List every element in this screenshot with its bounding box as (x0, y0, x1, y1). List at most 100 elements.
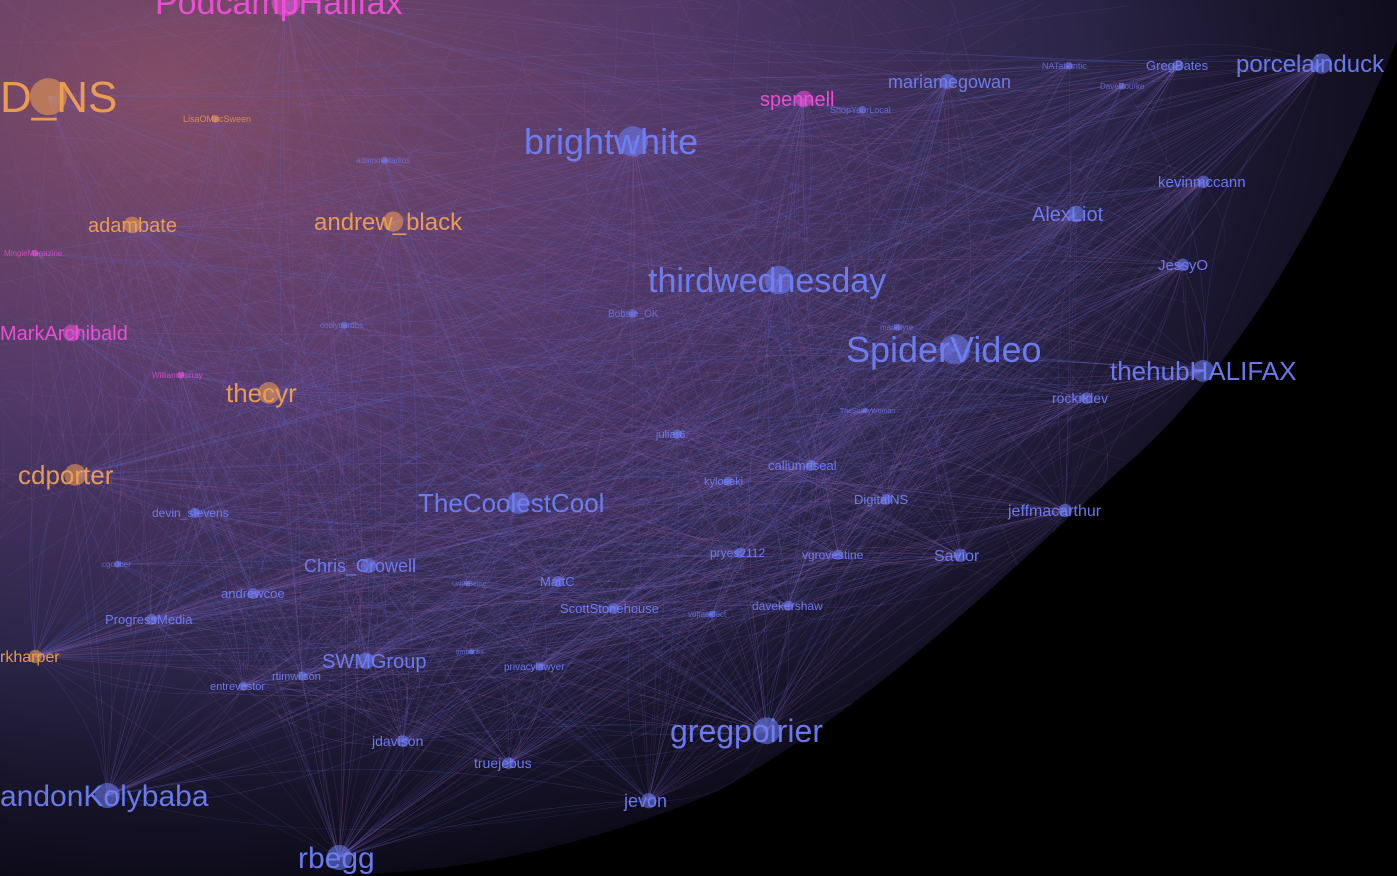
node-label-rockitdev: rockitdev (1052, 390, 1108, 406)
edge (364, 194, 397, 319)
edge (20, 21, 135, 170)
edge (221, 27, 303, 130)
edge (427, 46, 635, 69)
edge (253, 433, 678, 594)
edge (131, 63, 1322, 226)
edge (48, 96, 839, 556)
edge (788, 63, 1322, 606)
edge (829, 302, 983, 362)
edge (407, 431, 461, 525)
edge (393, 65, 1179, 222)
edge (534, 380, 554, 497)
edge (151, 65, 1179, 620)
edge (285, 0, 805, 100)
edge (144, 152, 241, 223)
edge (354, 565, 403, 742)
node-mattc (552, 576, 564, 587)
edge (885, 213, 1077, 500)
edge (107, 581, 559, 796)
edge (46, 433, 198, 436)
node-chris-crowell (360, 558, 376, 574)
edge (613, 65, 1070, 609)
edge (104, 0, 189, 25)
edge (339, 554, 839, 858)
edge (384, 160, 614, 609)
edge (810, 181, 1204, 466)
edge (407, 226, 476, 301)
edge (518, 481, 1066, 511)
edge (159, 0, 278, 65)
edge (677, 98, 805, 435)
edge (131, 224, 540, 667)
edge (223, 0, 313, 97)
edge (733, 503, 847, 509)
edge (0, 276, 101, 352)
edge (0, 297, 36, 426)
edge (253, 593, 540, 667)
edge (48, 96, 767, 731)
edge (520, 19, 630, 162)
edge (243, 85, 1123, 687)
node-shopyourlocal (858, 106, 866, 114)
edge (721, 237, 808, 335)
edge (810, 370, 1204, 466)
edge (1203, 63, 1322, 182)
edge (194, 502, 519, 530)
edge (739, 397, 1087, 554)
edge (131, 65, 1179, 226)
edge (126, 246, 328, 281)
edge (131, 224, 340, 858)
edge (677, 433, 961, 556)
edge (194, 512, 249, 687)
edge (71, 294, 345, 334)
edge (71, 332, 1087, 399)
edge (239, 356, 408, 421)
edge (285, 1, 805, 100)
edge (151, 264, 1183, 620)
edge (285, 1, 1087, 399)
edge (34, 252, 839, 556)
edge (339, 608, 614, 858)
node-label-brightwhite: brightwhite (524, 121, 698, 162)
edge (71, 332, 519, 504)
edge (662, 86, 793, 197)
edge (75, 474, 254, 595)
edge (527, 233, 548, 297)
edge (680, 154, 736, 207)
edge (71, 332, 196, 513)
edge (48, 96, 404, 742)
edge (508, 397, 1087, 764)
edge (74, 474, 113, 796)
edge (778, 279, 961, 556)
node-label-alexliot: AlexLiot (1032, 204, 1104, 226)
edge (71, 349, 261, 373)
edge (194, 141, 634, 513)
edge (365, 656, 408, 742)
edge (328, 286, 340, 393)
node-markarchibald (63, 324, 80, 342)
edge (532, 384, 546, 390)
edge (609, 12, 748, 112)
edge (561, 73, 728, 142)
edge (648, 555, 961, 801)
edge (42, 96, 76, 475)
edge (0, 454, 58, 483)
node-label-tlmbanks: tlmbanks (456, 649, 485, 656)
edge (886, 370, 1204, 500)
edge (302, 98, 805, 677)
edge (496, 73, 546, 139)
edge (285, 1, 614, 609)
edge (339, 325, 362, 858)
edge (71, 264, 1183, 334)
edge (368, 63, 1322, 566)
edge (613, 608, 768, 731)
edge (107, 313, 633, 796)
edge (35, 656, 303, 695)
edge (925, 234, 977, 330)
edge (613, 552, 961, 609)
edge (832, 264, 879, 300)
edge (107, 370, 1204, 796)
edge (34, 65, 1179, 254)
edge (301, 102, 310, 118)
edge (632, 65, 1070, 144)
